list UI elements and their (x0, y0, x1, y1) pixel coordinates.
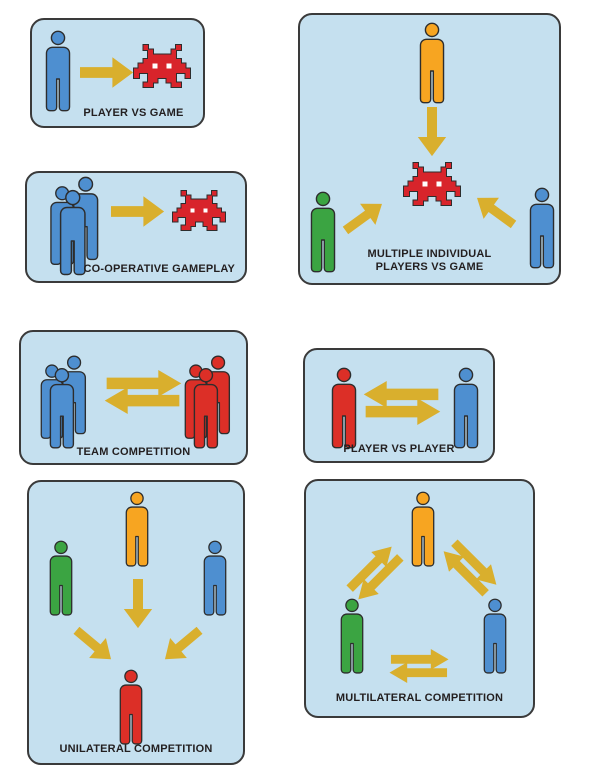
player-icon-orange (419, 22, 445, 104)
space-invader-icon (404, 163, 460, 205)
space-invader-icon (173, 191, 225, 230)
player-icon-blue (483, 598, 507, 674)
double-arrow-diagonal-icon (436, 534, 504, 602)
player-icon-orange (411, 491, 435, 567)
panel-label: UNILATERAL COMPETITION (59, 743, 213, 755)
panel-label: PLAYER VS GAME (83, 107, 184, 119)
panel-label-line1: MULTIPLE INDIVIDUAL (367, 248, 492, 260)
arrow-down-left-icon (156, 620, 208, 670)
panel-cooperative-gameplay: CO-OPERATIVE GAMEPLAY (25, 171, 247, 283)
player-icon-blue (45, 30, 71, 112)
panel-player-vs-game: PLAYER VS GAME (30, 18, 205, 128)
panel-label: TEAM COMPETITION (76, 446, 191, 458)
arrow-down-right-icon (68, 620, 120, 670)
player-icon-blue (203, 540, 227, 616)
double-arrow-icon (104, 370, 182, 414)
player-icon-blue (453, 367, 479, 449)
player-icon-red (331, 367, 357, 449)
panel-multiple-individual-players-vs-game: MULTIPLE INDIVIDUAL PLAYERS VS GAME (298, 13, 561, 285)
player-icon-red (119, 669, 143, 745)
panel-label: MULTILATERAL COMPETITION (335, 692, 504, 704)
panel-label: MULTIPLE INDIVIDUAL PLAYERS VS GAME (300, 248, 559, 274)
player-icon-green (340, 598, 364, 674)
team-group-icon-red (183, 353, 233, 453)
arrow-up-right-icon (337, 193, 390, 242)
panel-team-competition: TEAM COMPETITION (19, 330, 248, 465)
panel-label: PLAYER VS PLAYER (343, 443, 455, 455)
double-arrow-icon (389, 649, 449, 683)
panel-multilateral-competition: MULTILATERAL COMPETITION (304, 479, 535, 718)
player-icon-green (49, 540, 73, 616)
panel-label: CO-OPERATIVE GAMEPLAY (83, 263, 235, 275)
player-icon-orange (125, 491, 149, 567)
space-invader-icon (134, 45, 190, 87)
panel-player-vs-player: PLAYER VS PLAYER (303, 348, 495, 463)
team-group-icon-blue (39, 353, 89, 453)
panel-label-line2: PLAYERS VS GAME (375, 261, 484, 273)
arrow-right-icon (80, 57, 134, 88)
arrow-down-icon (417, 107, 447, 157)
arrow-down-icon (123, 579, 153, 629)
double-arrow-icon (363, 381, 441, 425)
arrow-right-icon (111, 196, 165, 227)
arrow-up-left-icon (469, 187, 522, 236)
panel-unilateral-competition: UNILATERAL COMPETITION (27, 480, 245, 765)
